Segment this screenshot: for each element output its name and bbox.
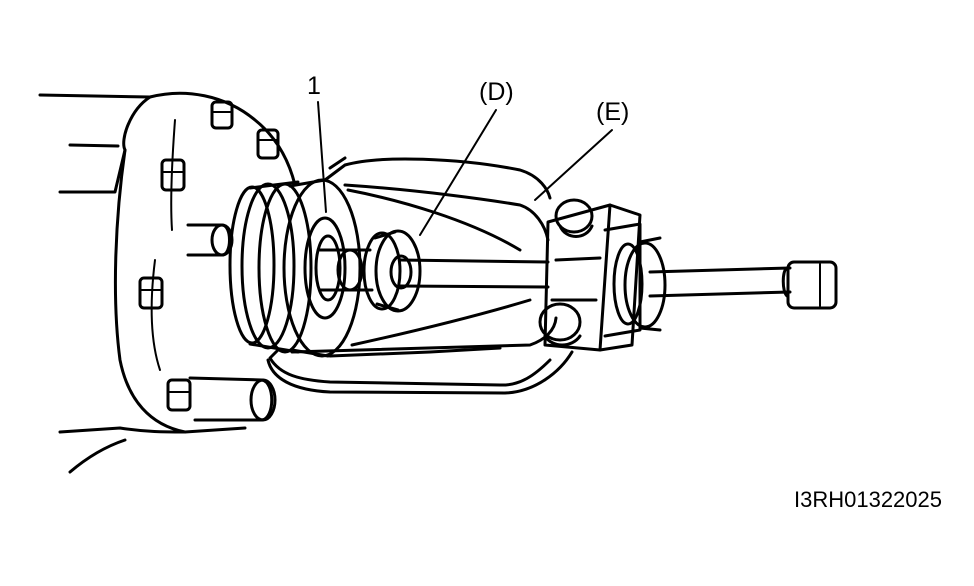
flange-stack <box>228 180 313 354</box>
bolt <box>160 158 186 192</box>
leader-d <box>419 109 497 236</box>
bolt <box>256 128 280 160</box>
forcing-screw <box>398 258 838 310</box>
figure-code: I3RH01322025 <box>793 487 942 512</box>
housing-bolts <box>138 100 280 422</box>
shaft-center <box>318 248 374 292</box>
tool-d-adapter <box>362 229 422 313</box>
bolt <box>166 378 192 412</box>
leader-e <box>534 129 613 201</box>
callout-part-1: 1 <box>307 72 321 100</box>
bolt <box>138 276 164 310</box>
leader-lines <box>317 101 613 236</box>
callout-tool-d: (D) <box>479 78 514 106</box>
tool-e-puller <box>266 156 667 395</box>
housing <box>38 91 297 474</box>
bolt <box>210 100 234 130</box>
callout-tool-e: (E) <box>596 98 630 126</box>
part-1-disc <box>282 178 362 358</box>
leader-1 <box>317 101 327 213</box>
